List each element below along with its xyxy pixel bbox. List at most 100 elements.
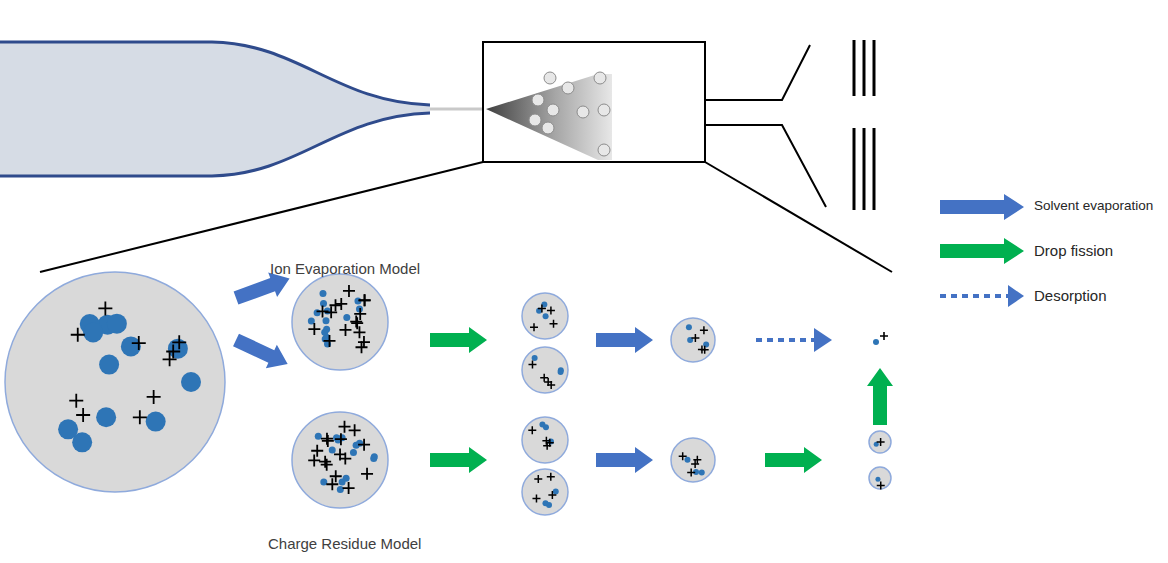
charge-symbol	[550, 320, 558, 328]
charge-symbol	[335, 298, 347, 310]
legend-text: Solvent evaporation	[1034, 198, 1153, 214]
charge-symbol	[163, 352, 177, 366]
legend-swatch	[938, 236, 1028, 266]
taylor-cone	[486, 74, 612, 160]
analyte-dot	[83, 322, 103, 342]
analyte-dot	[686, 324, 692, 330]
charge-symbol	[687, 469, 695, 477]
charge-symbol	[98, 301, 112, 315]
process-arrows	[231, 266, 893, 473]
jet	[430, 108, 484, 111]
spray-chamber	[483, 42, 705, 162]
legend-text: Desorption	[1034, 287, 1107, 305]
analyte-dot	[558, 369, 564, 375]
charge-symbol	[339, 453, 351, 465]
analyte-dot	[314, 309, 321, 316]
analyte-dot	[320, 300, 327, 307]
charge-symbol	[359, 294, 371, 306]
charge-symbol	[166, 344, 180, 358]
charge-symbol	[542, 437, 550, 445]
charge-symbol	[311, 445, 323, 457]
charge-symbol	[343, 482, 355, 494]
charge-symbol	[528, 426, 536, 434]
charge-symbol	[133, 410, 147, 424]
analyte-dot	[553, 489, 559, 495]
charge-symbol	[358, 439, 370, 451]
charge-symbol	[547, 473, 555, 481]
charge-symbol	[538, 305, 546, 313]
analyte-dot	[343, 314, 350, 321]
charge-symbol	[547, 307, 555, 315]
ion-optics	[854, 40, 874, 210]
charge-symbol	[540, 374, 548, 382]
charge-symbol	[548, 491, 556, 499]
charge-symbol	[351, 317, 363, 329]
analyte-dot	[146, 412, 166, 432]
analyte-dot	[337, 486, 344, 493]
charge-symbol	[343, 285, 355, 297]
analyte-dot	[121, 336, 141, 356]
charges-and-analytes	[58, 285, 885, 508]
charge-symbol	[693, 456, 701, 464]
analyte-dot	[333, 434, 340, 441]
analyte-dot	[543, 313, 549, 319]
analyte-dot	[99, 355, 119, 375]
charge-symbol	[358, 294, 370, 306]
zoom-line	[40, 162, 483, 272]
charge-symbol	[532, 494, 540, 502]
legend-swatch	[938, 281, 1028, 311]
charge-symbol	[543, 442, 551, 450]
analyte-dot	[539, 422, 545, 428]
charge-symbol	[76, 408, 90, 422]
charge-symbol	[679, 452, 687, 460]
spray-droplets	[529, 72, 610, 156]
analyte-dot	[532, 355, 538, 361]
analyte-dot	[329, 446, 336, 453]
analyte-dot	[875, 477, 880, 482]
charge-symbol	[308, 454, 320, 466]
charge-symbol	[361, 468, 373, 480]
analyte-dot	[321, 329, 328, 336]
charge-symbol	[700, 326, 708, 334]
charge-symbol	[132, 336, 146, 350]
charge-symbol	[877, 482, 885, 490]
analyte-dot	[107, 314, 127, 334]
charge-symbol	[356, 341, 368, 353]
analyte-dot	[350, 449, 357, 456]
charge-symbol	[877, 438, 885, 446]
charge-symbol	[330, 470, 342, 482]
charge-symbol	[335, 433, 347, 445]
model-label: Ion Evaporation Model	[270, 260, 420, 278]
charge-symbol	[69, 394, 83, 408]
charge-symbol	[353, 326, 365, 338]
charge-symbol	[319, 456, 331, 468]
analyte-dot	[322, 317, 329, 324]
model-label: Charge Residue Model	[268, 535, 421, 553]
charge-symbol	[530, 323, 538, 331]
charge-symbol	[317, 305, 329, 317]
charge-symbol	[322, 435, 334, 447]
charge-symbol	[321, 459, 333, 471]
charge-symbol	[71, 328, 85, 342]
charge-symbol	[324, 335, 336, 347]
analyte-dot	[343, 475, 350, 482]
droplets	[5, 272, 891, 515]
charge-symbol	[544, 378, 552, 386]
analyte-dot	[319, 290, 326, 297]
analyte-dot	[315, 433, 322, 440]
capillary-outline	[0, 42, 430, 176]
charge-symbol	[339, 324, 351, 336]
analyte-dot	[58, 419, 78, 439]
charge-symbol	[691, 334, 699, 342]
legend-swatch	[938, 192, 1028, 222]
legend-text: Drop fission	[1034, 242, 1113, 260]
analyte-dot	[699, 469, 705, 475]
analyte-dot	[542, 500, 548, 506]
charge-symbol	[308, 323, 320, 335]
analyte-dot	[684, 457, 690, 463]
analyte-dot	[96, 407, 116, 427]
charge-symbol	[528, 361, 536, 369]
analyte-dot	[371, 453, 378, 460]
charge-symbol	[325, 306, 337, 318]
